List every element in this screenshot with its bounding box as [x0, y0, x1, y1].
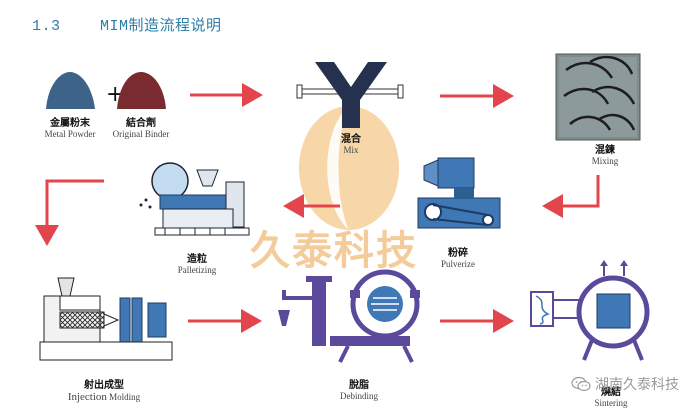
label-sintering: 燒結 Sintering: [594, 387, 628, 408]
label-pulverize: 粉碎 Pulverize: [441, 248, 475, 269]
label-injection: 射出成型 Injection Molding: [67, 380, 141, 403]
section-number: 1.3: [32, 18, 61, 35]
injection-machine-icon: [39, 277, 173, 361]
metal-powder-icon: [46, 72, 95, 109]
label-mixing: 混鍊 Mixing: [591, 145, 619, 166]
debinding-furnace-icon: [278, 269, 420, 363]
kneader-icon: [555, 53, 641, 141]
label-metal-powder: 金屬粉末 Metal Powder: [44, 118, 96, 139]
flow-arrows: [35, 83, 600, 333]
arrow-palletizing-to-injection: [35, 179, 104, 246]
wechat-icon: [571, 376, 591, 392]
watermark-text: 久泰科技: [250, 228, 418, 274]
arrow-mixing-to-pulverize: [542, 175, 600, 218]
sintering-furnace-icon: [530, 260, 650, 361]
label-binder: 結合劑 Original Binder: [112, 118, 170, 139]
palletizer-icon: [139, 162, 250, 236]
y-mixer-icon: [296, 62, 404, 128]
binder-icon: [117, 72, 166, 109]
watermark-logo: [299, 106, 399, 230]
pulverizer-icon: [417, 157, 501, 229]
label-debinding: 脫脂 Debinding: [340, 380, 378, 401]
label-palletizing: 造粒 Palletizing: [177, 254, 217, 275]
section-heading: 1.3 MIM制造流程说明: [32, 14, 222, 35]
section-title: MIM制造流程说明: [100, 18, 222, 35]
label-mix: 混合 Mix: [341, 134, 361, 155]
brand-text: 湖南久泰科技: [595, 377, 679, 393]
brand-watermark: 湖南久泰科技: [571, 374, 679, 394]
